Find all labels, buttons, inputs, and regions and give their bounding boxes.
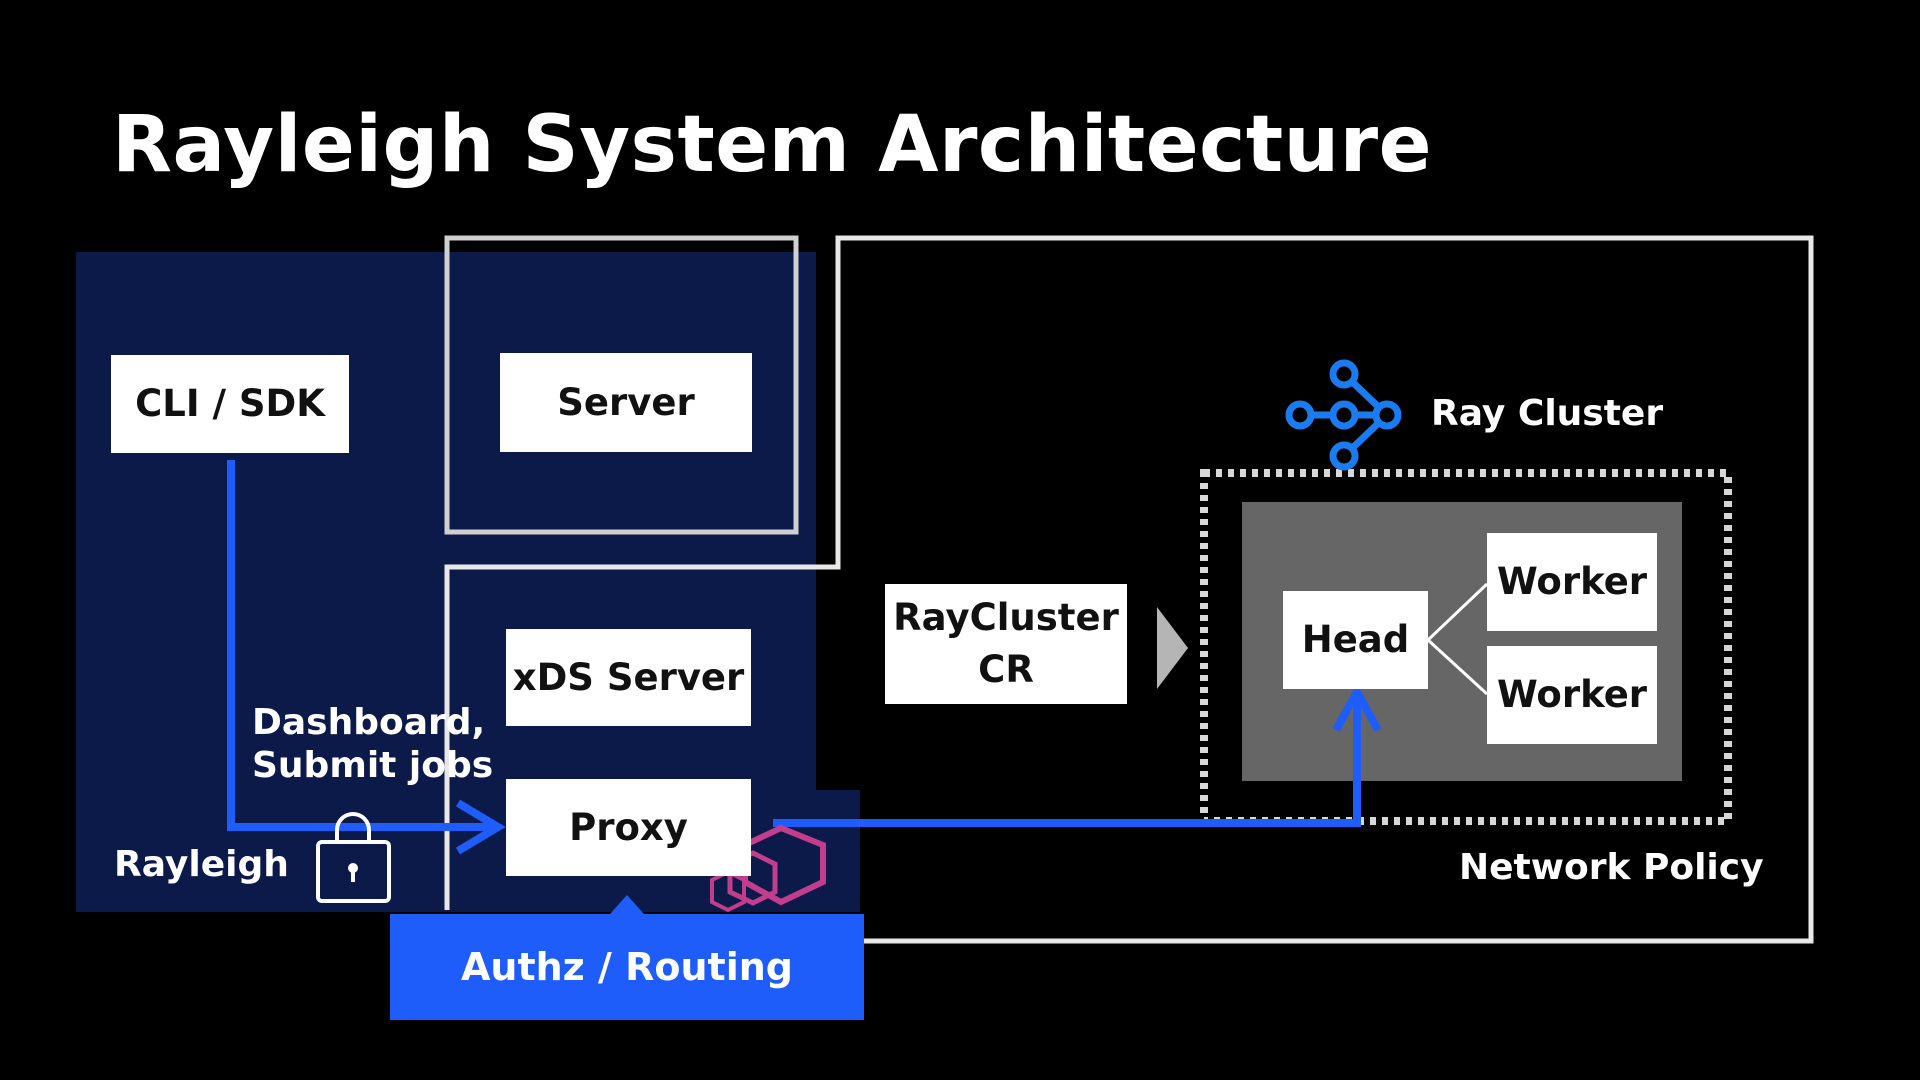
- ray-logo-icon: [1285, 359, 1402, 471]
- head-box: Head: [1283, 591, 1428, 689]
- flow-label-line: Submit jobs: [252, 745, 494, 787]
- ray-cluster-label: Ray Cluster: [1431, 393, 1664, 434]
- head-worker-connector: [1426, 638, 1489, 696]
- xds-server-box: xDS Server: [506, 629, 751, 726]
- raycluster-cr-line: CR: [978, 648, 1034, 691]
- cli-sdk-box: CLI / SDK: [111, 355, 349, 453]
- server-box: Server: [500, 353, 752, 452]
- flow-label: Dashboard, Submit jobs: [252, 701, 493, 787]
- head-worker-connector: [1426, 582, 1489, 642]
- raycluster-cr-line: RayCluster: [893, 596, 1119, 640]
- worker-box: Worker: [1487, 646, 1657, 744]
- triangle-arrow-icon: [1157, 607, 1188, 689]
- network-policy-label: Network Policy: [1459, 847, 1764, 888]
- raycluster-cr-box: RayCluster CR: [885, 584, 1127, 704]
- flow-arrow-proxy-head: [773, 694, 1361, 827]
- page-title: Rayleigh System Architecture: [112, 100, 1433, 190]
- flow-label-line: Dashboard,: [252, 702, 486, 743]
- worker-box: Worker: [1487, 533, 1657, 631]
- arrow-head: [1332, 683, 1382, 732]
- proxy-box: Proxy: [506, 779, 751, 876]
- rayleigh-label: Rayleigh: [114, 844, 289, 885]
- authz-routing-band: Authz / Routing: [390, 914, 864, 1020]
